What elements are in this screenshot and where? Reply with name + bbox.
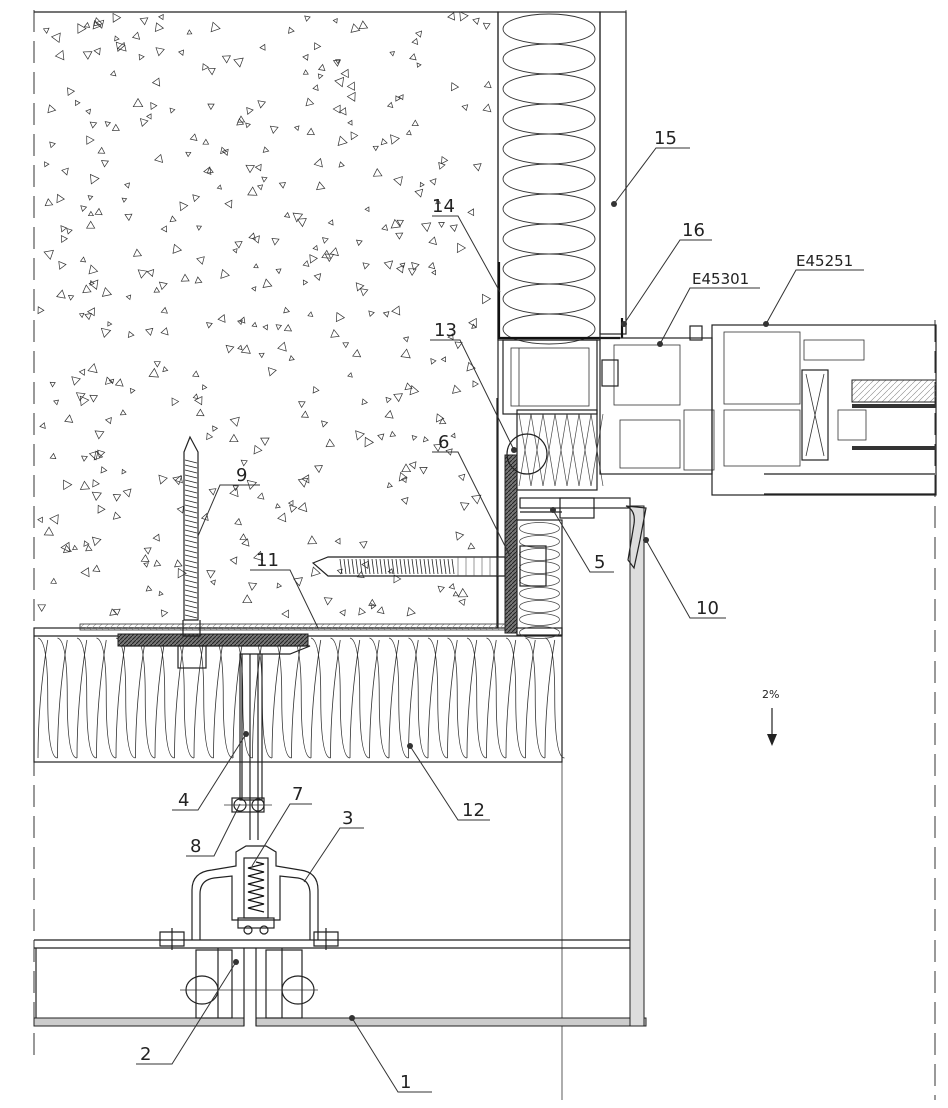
slope-label: 2% xyxy=(762,688,779,701)
callout-2: 2 xyxy=(140,1044,151,1065)
callout-7: 7 xyxy=(292,784,303,805)
steel-box-profile xyxy=(502,339,598,415)
callout-e45301: E45301 xyxy=(692,270,749,288)
callout-4: 4 xyxy=(178,790,189,811)
callout-1: 1 xyxy=(400,1072,411,1093)
callout-9: 9 xyxy=(236,465,247,486)
callout-leaders xyxy=(136,147,864,1093)
soffit-insulation xyxy=(33,627,565,763)
callout-11: 11 xyxy=(256,550,279,571)
callout-6: 6 xyxy=(438,432,449,453)
bolt-8 xyxy=(224,797,272,813)
glass-panels xyxy=(33,505,647,1027)
steel-angle xyxy=(497,262,624,340)
callout-10: 10 xyxy=(696,598,719,619)
callout-14: 14 xyxy=(432,196,455,217)
wall-insulation-vertical xyxy=(497,11,601,345)
callout-16: 16 xyxy=(682,220,705,241)
callout-5: 5 xyxy=(594,552,605,573)
callout-12: 12 xyxy=(462,800,485,821)
clamp-assembly xyxy=(159,845,339,950)
glass-joint-gaskets xyxy=(180,949,318,1019)
anchor-bolt-vertical xyxy=(177,435,207,669)
concrete-wall xyxy=(34,11,499,629)
slope-indicator xyxy=(767,708,777,746)
callout-labels: 1 2 3 4 5 6 7 8 9 10 11 12 13 14 15 16 E… xyxy=(140,128,853,1093)
callout-8: 8 xyxy=(190,836,201,857)
callout-e45251: E45251 xyxy=(796,252,853,270)
break-lines xyxy=(33,10,936,1100)
membrane-layer xyxy=(79,398,518,647)
sill-flashing xyxy=(519,497,647,570)
wall-cladding xyxy=(599,11,627,335)
anchor-bolt-horizontal xyxy=(311,545,547,587)
window-insulation-block xyxy=(516,409,604,639)
window-frame-profiles xyxy=(506,324,937,496)
callout-3: 3 xyxy=(342,808,353,829)
callout-15: 15 xyxy=(654,128,677,149)
concrete-aggregate-marks xyxy=(37,11,492,619)
callout-13: 13 xyxy=(434,320,457,341)
bracket-rod xyxy=(120,645,311,840)
